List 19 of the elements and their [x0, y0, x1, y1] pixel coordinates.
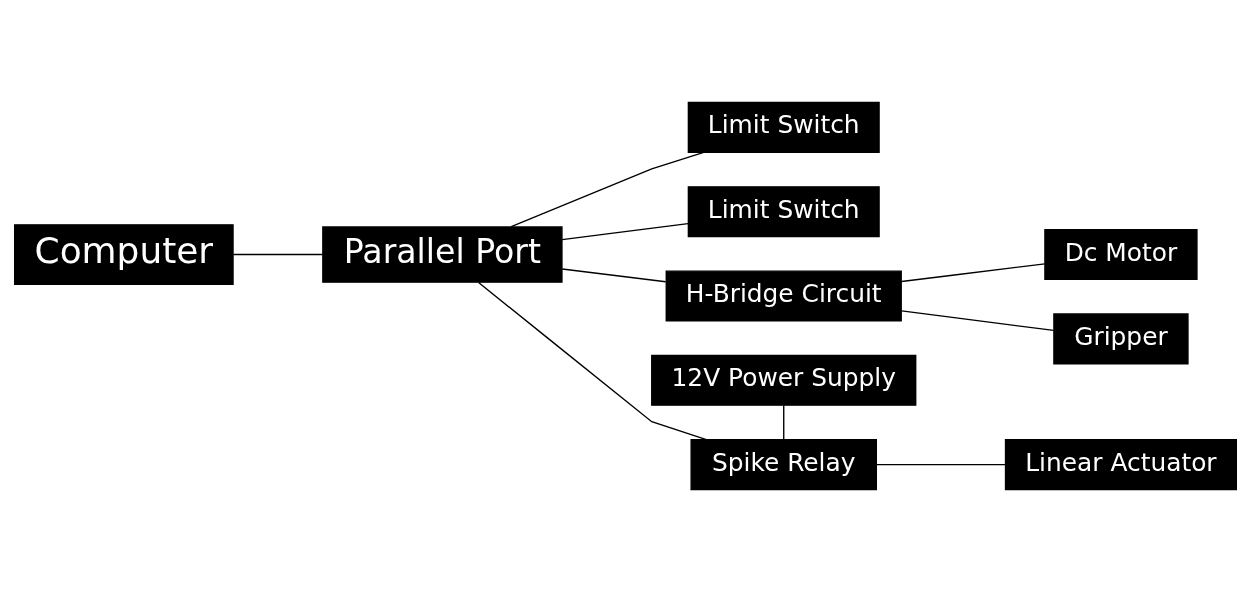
node-box: Dc Motor: [1044, 229, 1198, 281]
connector: [510, 151, 705, 228]
connector: [900, 310, 1055, 332]
node-box: Limit Switch: [687, 101, 880, 153]
connector: [232, 253, 324, 256]
connector: [783, 404, 785, 441]
node-box: 12V Power Supply: [651, 354, 917, 406]
connector: [561, 222, 689, 241]
connector: [875, 463, 1006, 466]
node-box: Computer: [14, 224, 234, 285]
connector: [477, 281, 708, 441]
node-box: H-Bridge Circuit: [665, 270, 902, 322]
node-box: Gripper: [1053, 313, 1189, 365]
connector: [900, 263, 1046, 283]
node-box: Limit Switch: [687, 186, 880, 238]
connector: [561, 268, 667, 283]
node-box: Parallel Port: [322, 226, 563, 283]
node-box: Spike Relay: [690, 439, 877, 491]
node-box: Linear Actuator: [1004, 439, 1237, 491]
